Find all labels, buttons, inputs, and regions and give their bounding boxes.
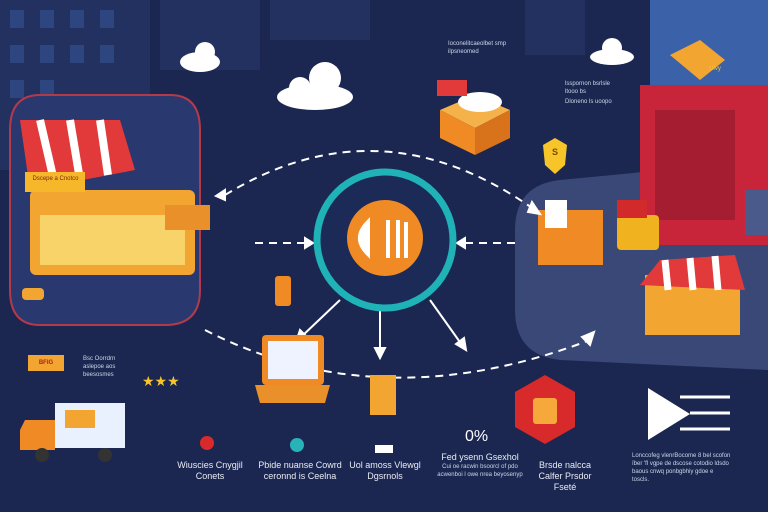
building-windows xyxy=(10,10,114,98)
rating-stars: ★★★ xyxy=(142,373,180,389)
store-sign: Dscepe a Cnotco xyxy=(32,176,79,182)
note-top-1: Ioconelitcaeolbet smp ilpsneomed xyxy=(448,41,507,55)
shield-text: S xyxy=(551,147,558,157)
caption-2: Pbide nuanse Cowrd ceronnd is Ceelna xyxy=(258,460,342,481)
badge-text: BFIG xyxy=(38,360,54,366)
shield-icon xyxy=(543,138,567,174)
caption-4: Fed ysenn Gsexhol xyxy=(441,452,519,462)
caption-1: Wiuscies Cnygjil Conets xyxy=(177,460,243,481)
caption-6: Lonccofeg vlenrBocome 8 bel scofon ïber … xyxy=(632,453,731,483)
svg-text:★★★: ★★★ xyxy=(142,373,180,389)
car-icon xyxy=(22,288,44,300)
left-store-platform xyxy=(9,94,210,326)
tower-sign: Ulvy xyxy=(709,66,721,72)
cloud-icon xyxy=(180,38,634,110)
note-top-3: Dloneno ls uoopo xyxy=(565,99,612,105)
menu-lines xyxy=(680,395,730,431)
delivery-truck-icon xyxy=(20,403,125,462)
right-platform xyxy=(515,0,768,370)
badge-icon xyxy=(28,355,64,371)
caption-icon-1 xyxy=(200,436,214,450)
note-top-2: lsspornon bsrlsle ltooo bs xyxy=(565,81,611,95)
caption-5: Brsde nalcca Calfer Prsdor Fseté xyxy=(538,460,592,492)
caption-3: Uol amoss Vlewgl Dgsrnols xyxy=(349,460,421,481)
phone-icon xyxy=(275,276,291,306)
flow-arrows xyxy=(204,149,591,379)
percent-label: 0% xyxy=(465,428,489,445)
caption-icon-2 xyxy=(290,438,304,452)
cloud-box-icon xyxy=(437,80,510,155)
caption-icon-3 xyxy=(375,445,393,453)
menu-card-icon xyxy=(370,375,396,415)
play-icon[interactable] xyxy=(648,388,690,440)
laptop-icon xyxy=(255,335,330,403)
caption-4-body: Cui oe racwin bsoorcl of pdo acwenboi l … xyxy=(437,464,523,478)
note-left: Bsc Oorrdrn aslepoe aos beesosmes xyxy=(83,356,116,378)
